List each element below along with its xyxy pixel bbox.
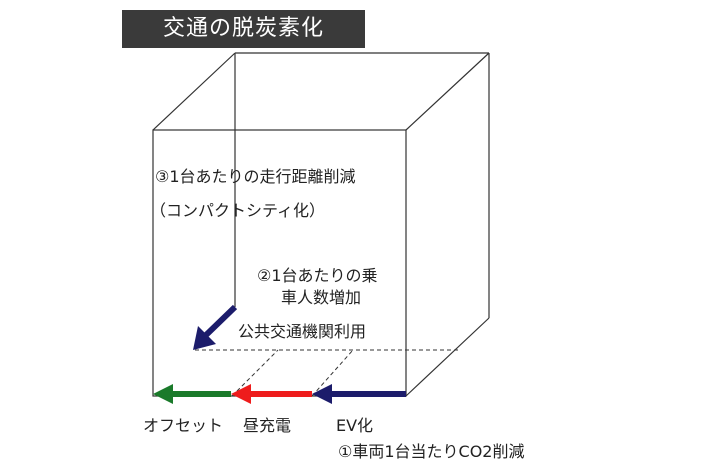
arrow-transit-head (193, 326, 216, 350)
label-co2: ①車両1台当たりCO2削減 (338, 442, 525, 461)
label-distance: ③1台あたりの走行距離削減 (155, 167, 356, 186)
arrow-transit (202, 304, 238, 339)
label-daytime: 昼充電 (243, 416, 292, 435)
label-transit: 公共交通機関利用 (238, 322, 367, 341)
dashed-line (311, 349, 354, 397)
label-occupancy-1: ②1台あたりの乗 (257, 266, 378, 285)
diagram-title: 交通の脱炭素化 (122, 10, 365, 48)
label-occupancy-2: 車人数増加 (281, 288, 362, 307)
label-ev: EV化 (336, 416, 374, 435)
arrow-offset-head (153, 384, 173, 404)
label-compact: （コンパクトシティ化） (150, 201, 326, 220)
label-offset: オフセット (143, 416, 224, 435)
cube-edge (152, 52, 236, 131)
cube-edge (405, 317, 490, 397)
arrow-ev-head (312, 384, 332, 404)
dashed-line (231, 349, 279, 397)
arrow-daytime-head (231, 384, 251, 404)
cube-edge (405, 52, 490, 131)
